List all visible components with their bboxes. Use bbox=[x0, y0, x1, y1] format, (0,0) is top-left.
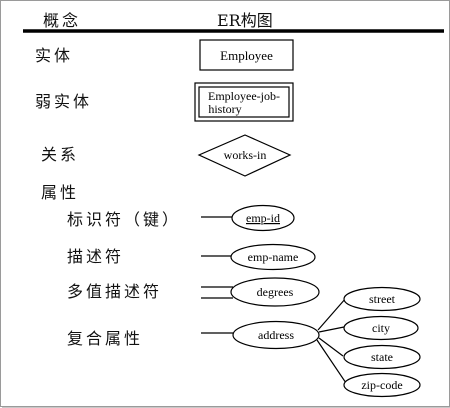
relationship-shape: works-in bbox=[197, 134, 292, 177]
weak-entity-shape: Employee-job- history bbox=[194, 82, 294, 122]
identifier-label: 标识符（键） bbox=[67, 210, 182, 229]
weak-entity-label: 弱实体 bbox=[35, 92, 93, 111]
component-link-state bbox=[318, 337, 344, 357]
descriptor-name: emp-name bbox=[248, 250, 299, 264]
composite-name: address bbox=[258, 328, 294, 342]
identifier-name: emp-id bbox=[246, 211, 280, 225]
attribute-label: 属性 bbox=[41, 183, 80, 202]
weak-entity-name-line1: Employee-job- bbox=[208, 89, 280, 103]
er-diagram-column-header: ER构图 bbox=[217, 11, 273, 30]
relationship-label: 关系 bbox=[41, 145, 80, 164]
descriptor-label: 描述符 bbox=[67, 247, 125, 266]
component-ellipse-street bbox=[343, 286, 421, 312]
entity-shape: Employee bbox=[199, 39, 294, 71]
component-name-street: street bbox=[369, 292, 396, 306]
multivalued-descriptor-label: 多值描述符 bbox=[67, 282, 163, 301]
multivalued-attribute-shape: degrees bbox=[201, 277, 320, 307]
entity-rectangle bbox=[199, 39, 294, 71]
relationship-diamond bbox=[197, 134, 292, 177]
component-ellipse-zip-code bbox=[343, 372, 421, 398]
entity-label: 实体 bbox=[35, 46, 74, 65]
component-link-city bbox=[318, 326, 345, 333]
composite-ellipse bbox=[232, 320, 320, 350]
entity-name: Employee bbox=[220, 48, 273, 63]
multivalued-name: degrees bbox=[257, 285, 294, 299]
weak-entity-inner-rectangle bbox=[198, 86, 290, 118]
multivalued-ellipse bbox=[230, 277, 320, 307]
component-ellipse-city bbox=[343, 315, 419, 341]
composite-attribute-label: 复合属性 bbox=[67, 329, 144, 348]
weak-entity-name-line2: history bbox=[208, 102, 241, 116]
component-link-zip-code bbox=[316, 339, 347, 384]
descriptor-ellipse bbox=[230, 243, 316, 271]
identifier-attribute-shape: emp-id bbox=[201, 204, 295, 232]
descriptor-attribute-shape: emp-name bbox=[201, 243, 316, 271]
component-name-zip-code: zip-code bbox=[361, 378, 402, 392]
relationship-name: works-in bbox=[224, 148, 267, 162]
identifier-ellipse bbox=[231, 204, 295, 232]
concept-column-header: 概念 bbox=[43, 11, 82, 30]
component-link-street bbox=[317, 297, 347, 331]
component-name-state: state bbox=[371, 350, 393, 364]
component-name-city: city bbox=[372, 321, 390, 335]
composite-attribute-shape: address street city state zip-code bbox=[201, 286, 421, 398]
component-ellipse-state bbox=[343, 344, 421, 370]
